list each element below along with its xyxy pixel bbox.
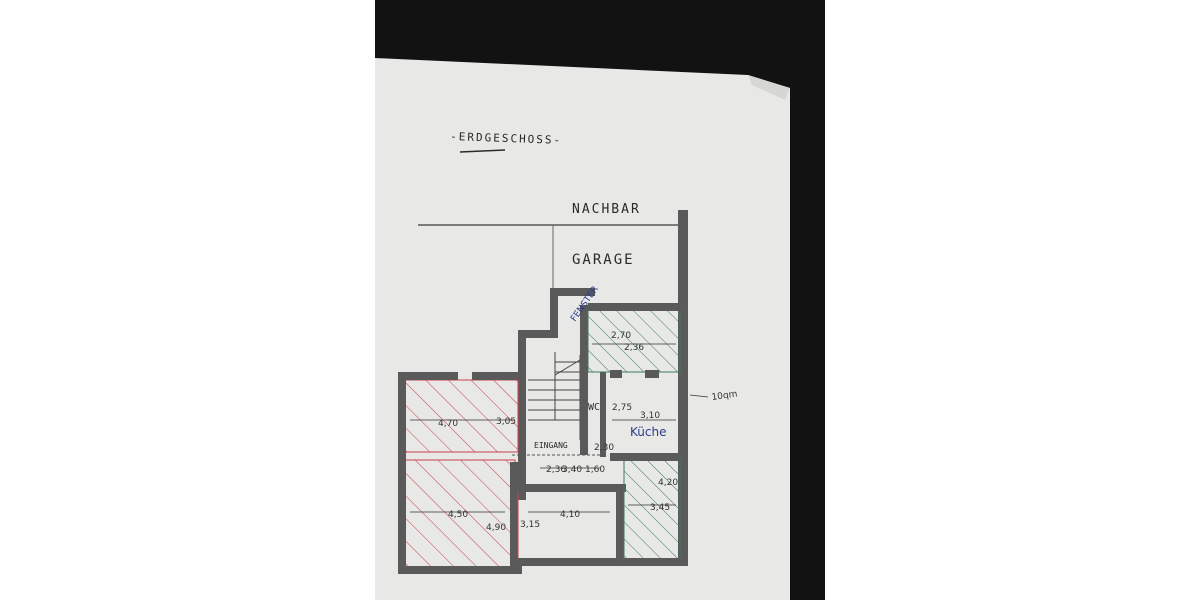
dim-entrance-2: 3,40 bbox=[562, 465, 582, 475]
garage-label: GARAGE bbox=[572, 252, 635, 268]
dim-entrance-1: 2,36 bbox=[546, 465, 566, 475]
door-jamb-2 bbox=[645, 370, 659, 378]
room-red-1-wall-left bbox=[398, 372, 406, 452]
side-label-leader bbox=[689, 394, 709, 398]
side-area-label: 10qm bbox=[711, 389, 738, 403]
dim-middle-w: 4,10 bbox=[560, 510, 580, 520]
plan-title: -ERDGESCHOSS- bbox=[450, 130, 562, 147]
wc-kitchen-wall bbox=[600, 372, 606, 457]
dim-hall-w: 2,30 bbox=[594, 443, 614, 453]
room-red-2-wall-bottom bbox=[398, 566, 522, 574]
room-middle-wall-right bbox=[616, 484, 624, 566]
room-red-1-wall-top bbox=[398, 372, 458, 380]
door-jamb-1 bbox=[610, 370, 622, 378]
room-red-2-wall-right bbox=[510, 462, 518, 570]
room-red-1-wall-top-b bbox=[472, 372, 518, 380]
kitchen-label: Küche bbox=[630, 425, 666, 439]
wc-label: WC bbox=[588, 402, 600, 413]
room-red-2 bbox=[404, 459, 516, 571]
east-boundary-wall bbox=[678, 210, 688, 565]
dim-red1-w: 4,70 bbox=[438, 419, 458, 429]
dim-top-room-w: 2,70 bbox=[611, 331, 631, 341]
room-middle-wall-top bbox=[518, 484, 626, 492]
stair-wall-top bbox=[518, 330, 558, 338]
dim-red2-w: 4,50 bbox=[448, 510, 468, 520]
garage-wall-bottom bbox=[550, 288, 595, 296]
wc-wall bbox=[580, 305, 588, 455]
stair-wall-left bbox=[518, 330, 526, 500]
dim-green2-w: 3,45 bbox=[650, 503, 670, 513]
entrance-label: EINGANG bbox=[534, 441, 568, 450]
room-red-1 bbox=[404, 379, 519, 453]
paper-fold bbox=[748, 75, 790, 100]
dim-kitchen-h: 2,75 bbox=[612, 403, 632, 413]
room-middle-wall-bottom bbox=[518, 558, 626, 566]
title-underline bbox=[459, 149, 506, 153]
room-green-top bbox=[587, 309, 681, 373]
dim-kitchen-w: 3,10 bbox=[640, 411, 660, 421]
room-green-2-wall-top bbox=[610, 453, 680, 461]
dim-entrance-3: 1,60 bbox=[585, 465, 605, 475]
stair-wall-garage bbox=[550, 288, 558, 333]
room-green-2 bbox=[623, 459, 681, 561]
room-green-2-wall-bottom bbox=[624, 558, 688, 566]
dim-green2-h: 4,20 bbox=[658, 478, 678, 488]
dim-red2-h: 4,90 bbox=[486, 523, 506, 533]
room-green-top-wall bbox=[588, 303, 680, 311]
dim-middle-h: 3,15 bbox=[520, 520, 540, 530]
neighbor-label: NACHBAR bbox=[572, 202, 641, 217]
room-red-2-wall-left bbox=[398, 452, 406, 570]
dim-top-room-h: 2,36 bbox=[624, 343, 644, 353]
dim-red1-h: 3,05 bbox=[496, 417, 516, 427]
